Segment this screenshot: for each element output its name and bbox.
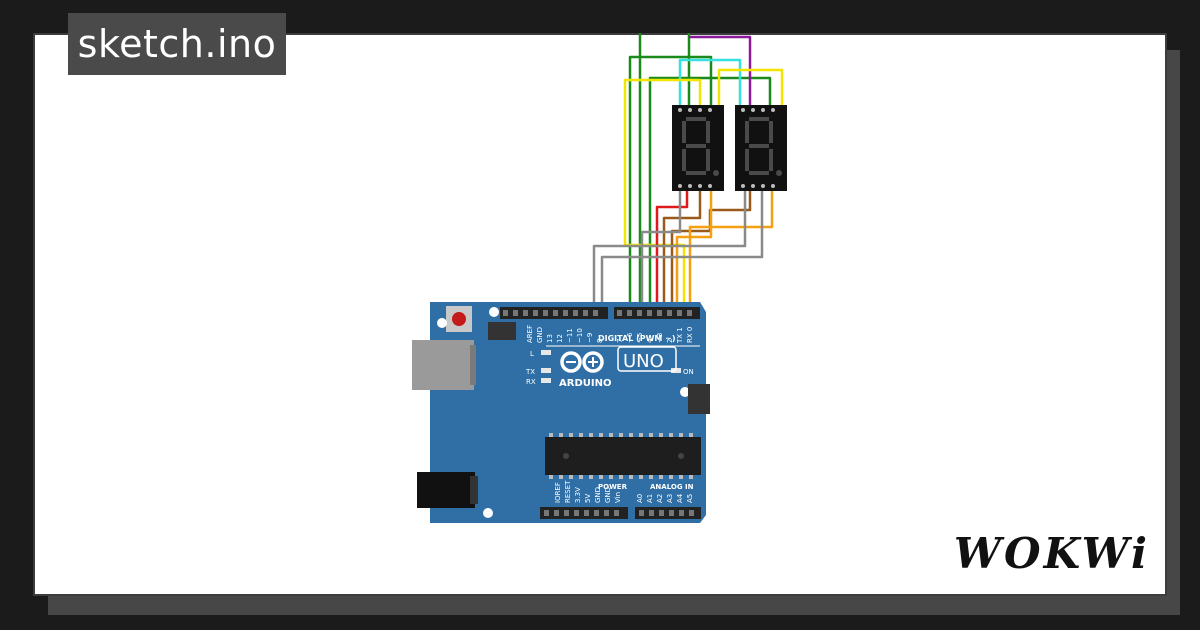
wire-gray-3[interactable] (640, 188, 682, 312)
pin-label: ~6 (626, 332, 634, 343)
wire-orange-2[interactable] (688, 188, 774, 312)
pin-label: ~5 (636, 333, 644, 343)
pin-label: 8 (596, 339, 604, 343)
pin-label: 13 (546, 334, 554, 343)
wire-yellow-1[interactable] (623, 78, 702, 245)
pin-label: A3 (666, 494, 674, 503)
wire-brown-1[interactable] (662, 188, 702, 312)
pin-label: A4 (676, 493, 684, 503)
pin-label: TX 1 (676, 327, 684, 344)
arduino-logo (560, 351, 604, 373)
arduino-logo-text: ARDUINO (559, 378, 611, 389)
led-rx-label: RX (526, 378, 536, 386)
microcontroller-chip (545, 437, 701, 475)
pin-label: IOREF (554, 482, 562, 503)
wire-red[interactable] (655, 188, 689, 312)
pin-label: 2 (666, 339, 674, 343)
arduino-uno-board[interactable]: AREF GND 13 12 ~11 ~10 ~9 8 7 ~6 ~5 4 ~3… (412, 302, 710, 523)
wire-yellow-3[interactable] (625, 243, 686, 312)
pin-label: RESET (564, 480, 572, 503)
wire-orange-1[interactable] (675, 188, 713, 312)
sketch-filename-label: sketch.ino (68, 13, 286, 75)
pin-label: A5 (686, 494, 694, 503)
pin-label: ~10 (576, 328, 584, 343)
pin-label: ~3 (656, 333, 664, 343)
pin-label: GND (604, 487, 612, 503)
pin-label: AREF (526, 325, 534, 343)
seven-segment-display-1[interactable] (672, 105, 724, 191)
seven-segment-display-2[interactable] (735, 105, 787, 191)
power-header-label: POWER (598, 483, 628, 491)
pin-label: Vin (614, 492, 622, 503)
wire-yellow-2[interactable] (717, 68, 784, 110)
led-tx-label: TX (525, 368, 535, 376)
wire-gray-2[interactable] (600, 188, 764, 312)
pin-label: A0 (636, 494, 644, 503)
analog-header-label: ANALOG IN (650, 483, 694, 491)
pin-label: RX 0 (686, 327, 694, 343)
digital-header-label: DIGITAL (PWM ~) (598, 334, 676, 343)
led-l-label: L (530, 350, 534, 358)
led-l (541, 350, 551, 355)
pin-label: A1 (646, 494, 654, 503)
wire-green-3[interactable] (628, 55, 713, 312)
power-jack (417, 472, 475, 508)
pin-label: 3.3V (574, 487, 582, 503)
pin-label: 5V (584, 494, 592, 503)
led-rx (541, 378, 551, 383)
led-tx (541, 368, 551, 373)
wokwi-logo: WOKWi (953, 529, 1150, 578)
pin-label: 4 (646, 338, 654, 343)
pin-label: GND (594, 487, 602, 503)
pin-label: ~11 (566, 328, 574, 343)
pin-label: 12 (556, 334, 564, 343)
wires (592, 33, 784, 312)
pin-label: GND (536, 327, 544, 343)
board-model: UNO (623, 351, 664, 372)
led-on-label: ON (683, 368, 694, 376)
pin-label: A2 (656, 494, 664, 503)
wire-cyan[interactable] (678, 58, 742, 110)
pin-label: ~9 (586, 333, 594, 343)
wire-purple[interactable] (689, 35, 752, 110)
reset-button[interactable] (452, 312, 466, 326)
wire-green-4[interactable] (648, 76, 772, 312)
pin-label: 7 (616, 339, 624, 343)
usb-port (412, 340, 474, 390)
